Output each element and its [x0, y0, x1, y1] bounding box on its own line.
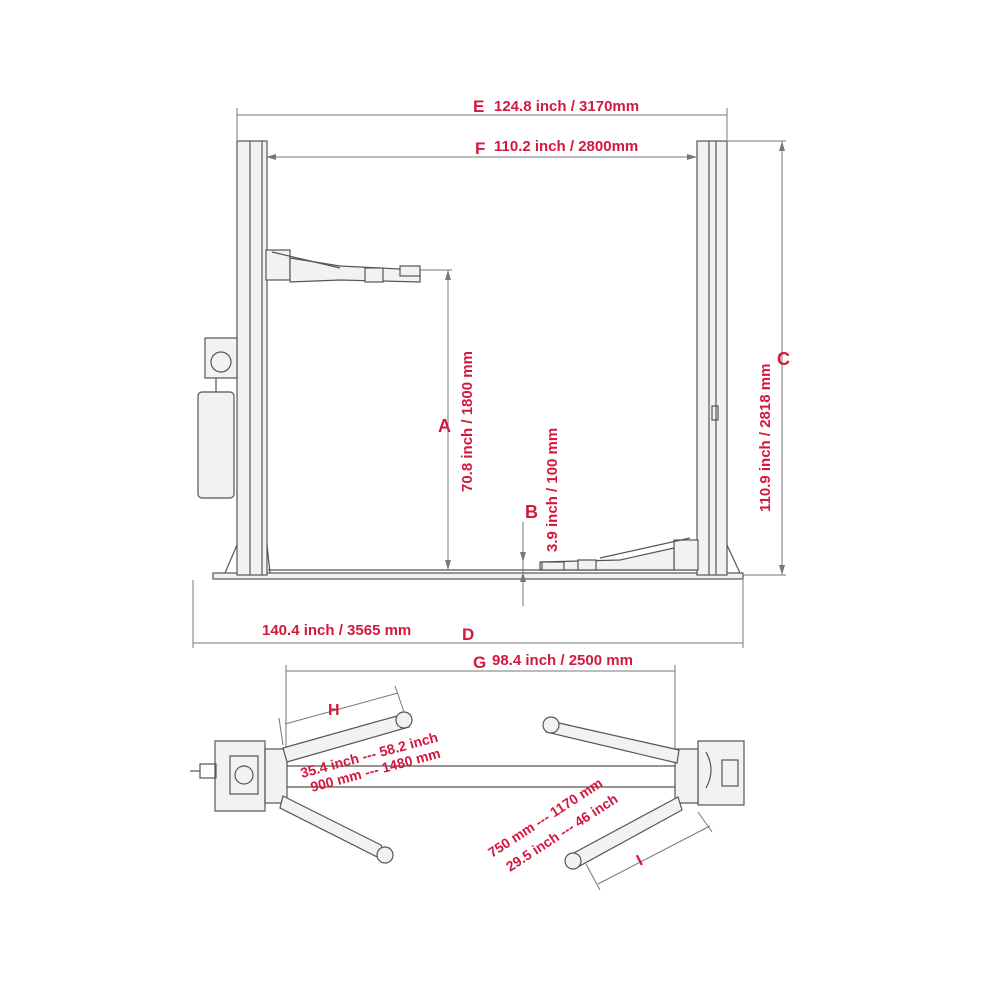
left-carriage [264, 748, 288, 804]
dimension-g-label: 98.4 inch / 2500 mm [492, 652, 633, 669]
dimension-b-label: 3.9 inch / 100 mm [544, 428, 561, 552]
dimension-d-label: 140.4 inch / 3565 mm [262, 622, 411, 639]
dimension-e: E 124.8 inch / 3170mm [236, 97, 728, 140]
arm-lower-right [564, 796, 683, 870]
dimension-i-letter: I [634, 852, 646, 869]
right-column [696, 140, 728, 576]
power-unit [197, 337, 238, 499]
dimension-a-label: 70.8 inch / 1800 mm [459, 351, 476, 492]
right-column-latch [711, 405, 719, 421]
dimension-b: B 3.9 inch / 100 mm [520, 428, 561, 606]
dimension-e-letter: E [473, 97, 484, 116]
dimension-c: C 110.9 inch / 2818 mm [727, 140, 790, 576]
dimension-a-letter: A [438, 416, 451, 436]
dimension-c-letter: C [777, 349, 790, 369]
dimension-f: F 110.2 inch / 2800mm [266, 138, 697, 160]
right-carriage [674, 748, 699, 804]
power-unit-top [229, 755, 259, 795]
dimension-f-letter: F [475, 139, 485, 158]
dimension-d: 140.4 inch / 3565 mm D [192, 580, 744, 648]
motor [204, 337, 238, 379]
base-plate [212, 572, 744, 580]
raised-lift-arm [265, 249, 421, 283]
arm-upper-left [282, 711, 413, 763]
oil-tank [197, 391, 235, 499]
dimension-f-label: 110.2 inch / 2800mm [494, 138, 638, 155]
dimension-b-letter: B [525, 502, 538, 522]
dimension-g-letter: G [473, 653, 486, 672]
lowered-lift-arm [539, 537, 699, 571]
top-view: G 98.4 inch / 2500 mm [190, 652, 745, 891]
dimension-h-letter: H [328, 702, 340, 719]
dimension-c-label: 110.9 inch / 2818 mm [757, 364, 774, 512]
dimension-g: G 98.4 inch / 2500 mm [285, 652, 676, 752]
dimension-a: A 70.8 inch / 1800 mm [420, 269, 476, 570]
arm-upper-right [542, 716, 680, 764]
right-column-base [697, 740, 745, 806]
arm-lower-left [279, 795, 394, 864]
dimension-e-label: 124.8 inch / 3170mm [494, 98, 639, 115]
right-column-gusset [726, 544, 741, 574]
left-column-gusset [224, 544, 271, 574]
dimension-d-letter: D [462, 625, 474, 644]
front-view: E 124.8 inch / 3170mm F 110.2 inch / 280… [192, 97, 790, 648]
